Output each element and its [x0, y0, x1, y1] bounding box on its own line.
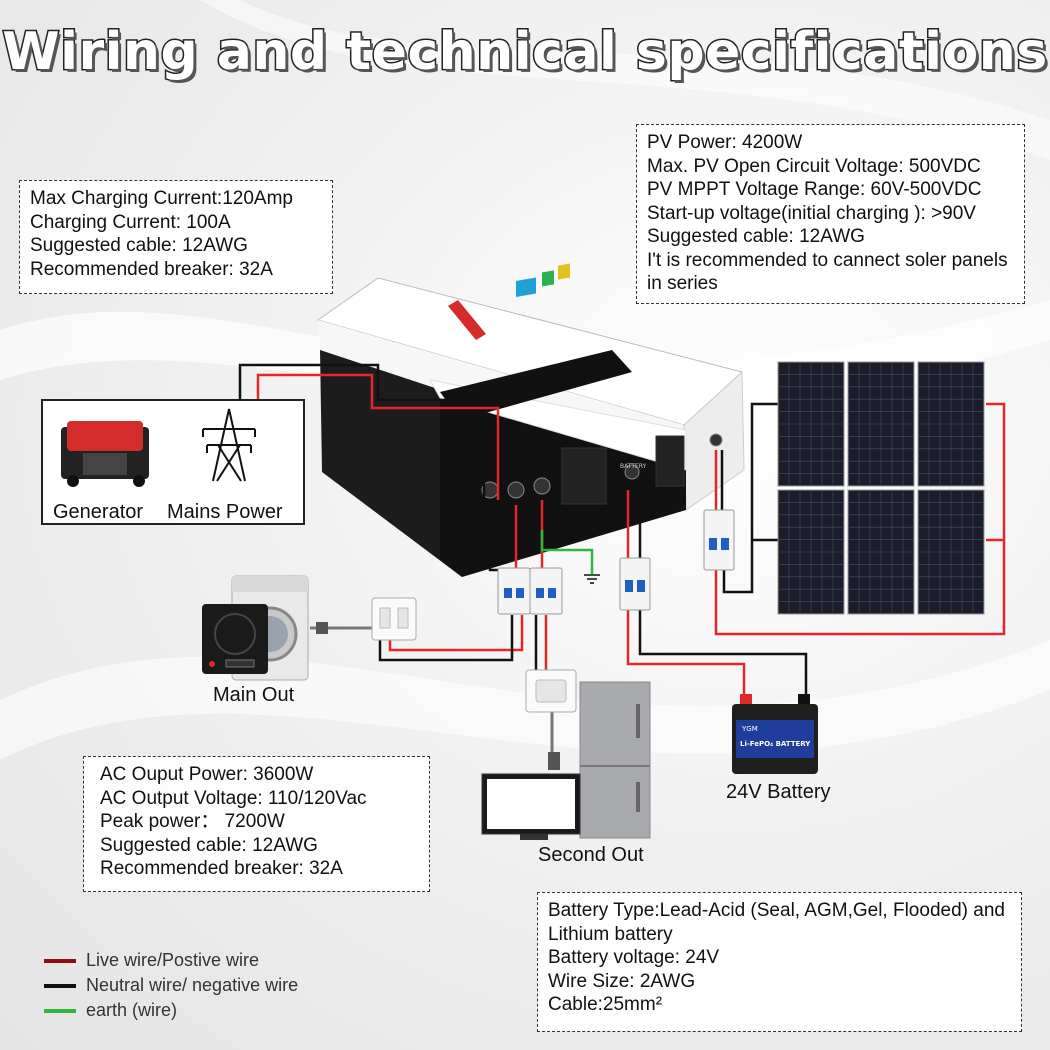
spec-line: I't is recommended to cannect soler pane…	[647, 249, 1008, 295]
spec-line: Start-up voltage(initial charging ): >90…	[647, 202, 976, 224]
spec-line: Battery Type:Lead-Acid (Seal, AGM,Gel, F…	[548, 900, 1005, 945]
inverter: BATTERY	[316, 263, 745, 577]
battery-port-label: BATTERY	[620, 463, 647, 470]
wire-legend: Live wire/Postive wire Neutral wire/ neg…	[44, 948, 298, 1023]
spec-line: PV MPPT Voltage Range: 60V-500VDC	[647, 179, 982, 200]
refrigerator-icon	[579, 681, 651, 839]
legend-label: earth (wire)	[86, 1000, 178, 1020]
plug-icon	[316, 622, 560, 770]
battery-breaker	[619, 557, 651, 611]
spec-line: Suggested cable: 12AWG	[100, 834, 318, 856]
spec-line: Wire Size: 2AWG	[548, 970, 696, 992]
spec-line: PV Power: 4200W	[647, 132, 803, 153]
legend-label: Live wire/Postive wire	[86, 950, 260, 970]
legend-item: Live wire/Postive wire	[44, 948, 298, 973]
power-source-box: Generator Mains Power	[41, 399, 305, 525]
spec-line: Max. PV Open Circuit Voltage: 500VDC	[647, 155, 981, 177]
monitor-icon	[481, 773, 581, 840]
legend-item: Neutral wire/ negative wire	[44, 973, 298, 998]
charging-spec-box: Max Charging Current:120Amp Charging Cur…	[19, 180, 333, 294]
battery-spec-box: Battery Type:Lead-Acid (Seal, AGM,Gel, F…	[537, 892, 1022, 1032]
spec-line: Recommended breaker: 32A	[100, 858, 343, 879]
pv-spec-box: PV Power: 4200W Max. PV Open Circuit Vol…	[636, 124, 1025, 304]
inverter-fan	[561, 447, 607, 505]
spec-line: Suggested cable: 12AWG	[647, 226, 865, 247]
ground-icon	[584, 574, 600, 584]
spec-line: Max Charging Current:120Amp	[30, 188, 293, 209]
legend-swatch-neutral	[44, 983, 76, 988]
mains-power-label: Mains Power	[167, 501, 283, 523]
spec-line: AC Output Voltage: 110/120Vac	[100, 787, 367, 809]
spec-line: AC Ouput Power: 3600W	[100, 764, 314, 785]
second-out-label: Second Out	[538, 844, 644, 866]
power-tower-icon	[202, 408, 256, 482]
generator-label: Generator	[53, 501, 144, 523]
wall-outlet	[525, 669, 577, 713]
inverter-screen	[516, 277, 536, 298]
spec-line: Recommended breaker: 32A	[30, 258, 273, 280]
spec-line: Peak power： 7200W	[100, 811, 285, 832]
battery-icon: YGM Li-FePO₄ BATTERY	[732, 694, 818, 774]
spec-line: Charging Current: 100A	[30, 211, 231, 233]
solar-panel-array	[777, 361, 985, 615]
wires	[238, 363, 1006, 760]
legend-swatch-earth	[44, 1008, 76, 1013]
main-out-label: Main Out	[213, 684, 295, 706]
battery-product-label: Li-FePO₄ BATTERY	[740, 740, 811, 748]
battery-label: 24V Battery	[726, 781, 831, 803]
inverter-display-panel	[440, 350, 632, 420]
legend-item: earth (wire)	[44, 998, 298, 1023]
ac-output-spec-box: AC Ouput Power: 3600W AC Output Voltage:…	[83, 756, 430, 892]
legend-swatch-live	[44, 958, 76, 963]
source-icons	[61, 408, 256, 487]
pv-breaker	[703, 509, 735, 571]
ac-breaker	[497, 567, 563, 615]
induction-cooktop-icon	[202, 604, 268, 674]
legend-label: Neutral wire/ negative wire	[86, 975, 299, 995]
spec-line: Battery voltage: 24V	[548, 947, 720, 968]
spec-line: Suggested cable: 12AWG	[30, 235, 248, 256]
battery-brand-label: YGM	[741, 725, 758, 733]
inverter-accent-stripe	[448, 300, 486, 340]
wall-outlet	[371, 597, 417, 641]
page-title: Wiring and technical specifications	[1, 21, 1049, 84]
spec-line: Cable:25mm²	[548, 994, 663, 1015]
generator-icon	[61, 421, 149, 487]
